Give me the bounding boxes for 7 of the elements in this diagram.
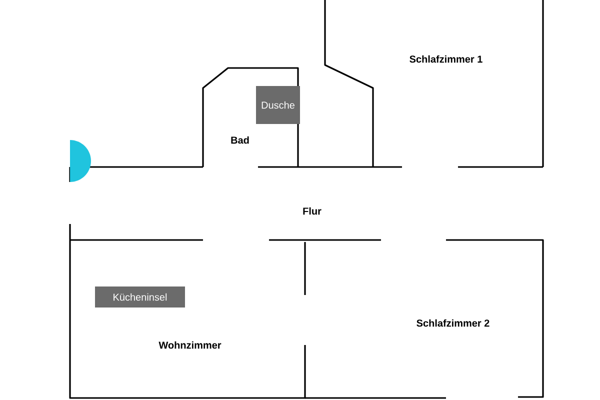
room-label: Wohnzimmer bbox=[158, 341, 222, 349]
room-label: Schlafzimmer 2 bbox=[416, 319, 490, 327]
fixture-box: Kücheninsel bbox=[95, 286, 185, 308]
room-label: Flur bbox=[303, 207, 322, 215]
fixture-box: Dusche bbox=[256, 86, 300, 124]
room-label: Schlafzimmer 1 bbox=[410, 55, 482, 63]
room-label: Bad bbox=[231, 136, 249, 144]
